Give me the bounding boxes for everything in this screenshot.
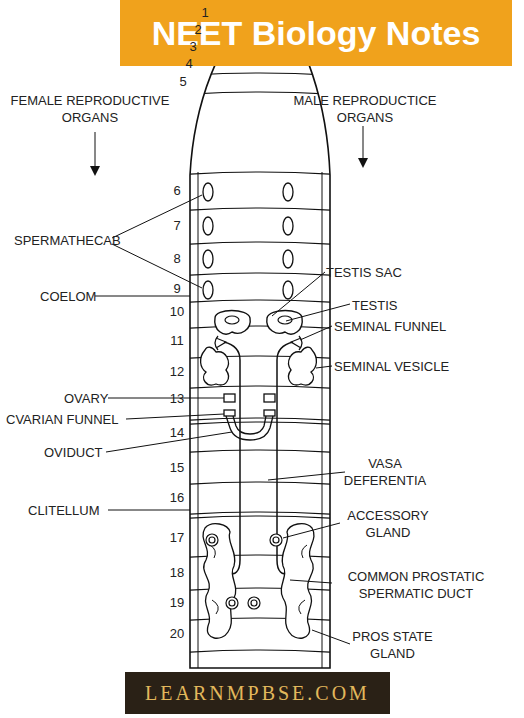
part-label: PROS STATE GLAND [340,628,445,662]
part-label: CVARIAN FUNNEL [6,411,156,428]
segment-number: 2 [186,22,210,38]
part-label: SEMINAL FUNNEL [334,318,509,335]
part-label: OVIDUCT [44,444,144,461]
segment-number: 11 [165,333,189,349]
part-label: TESTIS [352,297,472,314]
segment-number: 19 [165,595,189,611]
part-label: VASA DEFERENTIA [330,455,440,489]
part-label: SPERMATHECAB [14,232,144,249]
segment-number: 1 [193,5,217,21]
segment-number: 12 [165,364,189,380]
segment-number: 6 [165,183,189,199]
organ-group-label: MALE REPRODUCTICE ORGANS [275,92,455,126]
title-banner: NEET Biology Notes [120,0,512,66]
segment-number: 9 [165,281,189,297]
segment-number: 16 [165,490,189,506]
part-label: OVARY [64,390,144,407]
segment-number: 13 [165,391,189,407]
segment-number: 7 [165,218,189,234]
segment-number: 5 [171,74,195,90]
watermark: LEARNMPBSE.COM [125,678,390,708]
segment-number: 18 [165,565,189,581]
part-label: SEMINAL VESICLE [334,358,514,375]
segment-number: 14 [165,425,189,441]
part-label: COMMON PROSTATIC SPERMATIC DUCT [326,568,506,602]
segment-number: 17 [165,530,189,546]
part-label: COELOM [40,288,120,305]
segment-number: 8 [165,251,189,267]
segment-number: 15 [165,460,189,476]
part-label: TESTIS SAC [326,264,476,281]
organ-group-label: FEMALE REPRODUCTIVE ORGANS [5,92,175,126]
segment-number: 20 [165,626,189,642]
segment-number: 10 [165,304,189,320]
part-label: ACCESSORY GLAND [334,507,442,541]
segment-number: 3 [181,39,205,55]
part-label: CLITELLUM [28,502,128,519]
segment-number: 4 [177,56,201,72]
